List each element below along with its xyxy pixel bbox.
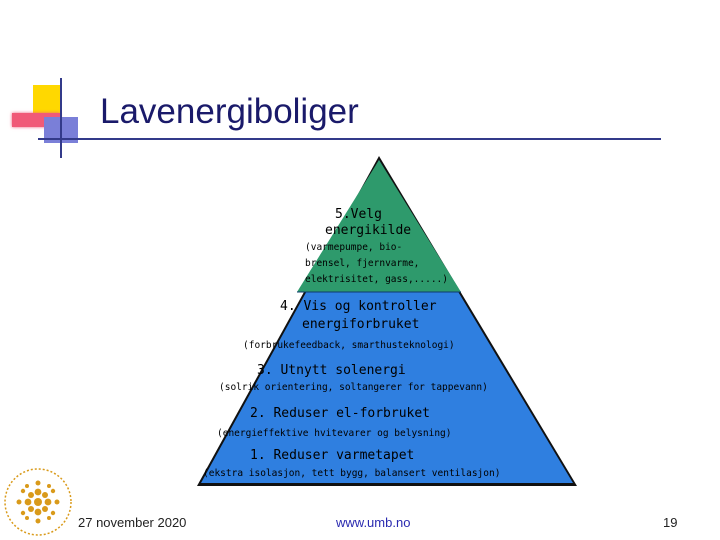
page-number: 19 — [663, 515, 678, 530]
level5-sub-3: elektrisitet, gass,.....) — [305, 274, 448, 285]
energy-pyramid-diagram: 5.Velg energikilde (varmepumpe, bio- bre… — [197, 156, 577, 486]
level2-title: 2. Reduser el-forbruket — [250, 406, 430, 421]
level3-sub: (solrik orientering, soltangerer for tap… — [219, 382, 488, 393]
pyramid-blue-section — [201, 160, 573, 483]
decorative-yellow-square — [33, 85, 61, 117]
level1-sub: (ekstra isolasjon, tett bygg, balansert … — [203, 468, 500, 479]
university-seal-logo-icon — [4, 468, 72, 536]
level5-sub-2: brensel, fjernvarme, — [305, 258, 419, 269]
level5-title-1: 5.Velg — [335, 207, 382, 222]
level4-title-1: 4. Vis og kontroller — [280, 299, 437, 314]
footer-date: 27 november 2020 — [78, 515, 187, 530]
level2-sub: (energieffektive hvitevarer og belysning… — [217, 428, 452, 439]
level1-title: 1. Reduser varmetapet — [250, 448, 414, 463]
level4-title-2: energiforbruket — [302, 317, 419, 332]
footer-url-link[interactable]: www.umb.no — [336, 515, 411, 530]
level5-title-2: energikilde — [325, 223, 411, 238]
slide-title: Lavenergiboliger — [100, 92, 359, 131]
level3-title: 3. Utnytt solenergi — [257, 363, 406, 378]
level4-sub: (forbrukefeedback, smarthusteknologi) — [243, 340, 455, 351]
decorative-vertical-line — [60, 78, 62, 158]
title-underline — [38, 138, 661, 140]
level5-sub-1: (varmepumpe, bio- — [305, 242, 402, 253]
pyramid-green-top — [297, 160, 461, 292]
